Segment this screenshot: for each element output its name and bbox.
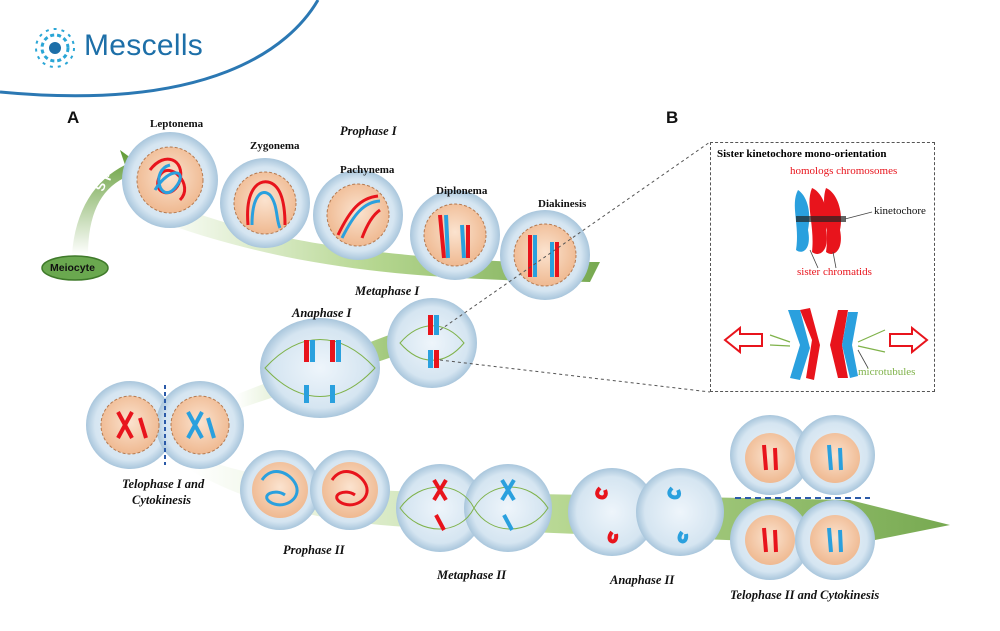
zoom-line-top xyxy=(439,141,711,331)
sister-chromatids-label: sister chromatids xyxy=(797,266,872,278)
kinetochore-detail-top xyxy=(794,188,846,254)
mescells-logo-icon xyxy=(35,28,75,68)
left-pull-arrow-icon xyxy=(723,325,763,355)
panel-a-label: A xyxy=(67,108,80,127)
panel-b-label: B xyxy=(666,108,679,127)
cell-metaphase-i xyxy=(387,298,477,388)
metaphase-ii-label: Metaphase II xyxy=(437,568,507,582)
header-swoosh xyxy=(0,0,318,99)
meiocyte-label: Meiocyte xyxy=(50,262,95,274)
telophase-ii-label: Telophase II and Cytokinesis xyxy=(730,588,880,602)
diplonema-label: Diplonema xyxy=(436,185,488,197)
kinetochore-label: kinetochore xyxy=(874,205,926,217)
pachynema-label: Pachynema xyxy=(340,164,395,176)
leptonema-label: Leptonema xyxy=(150,118,204,130)
cell-zygonema xyxy=(220,158,310,248)
cell-leptonema xyxy=(122,132,218,228)
right-pull-arrow-icon xyxy=(889,325,929,355)
kinetochore-detail-bottom xyxy=(769,308,886,380)
microtubules-label: microtubules xyxy=(858,366,916,378)
detail-title: Sister kinetochore mono-orientation xyxy=(717,148,887,160)
header-swoosh-line xyxy=(0,0,320,98)
cell-metaphase-ii xyxy=(396,464,552,552)
homologs-label: homologs chromosomes xyxy=(790,165,898,177)
metaphase-i-label: Metaphase I xyxy=(355,284,420,298)
brand-name: Mescells xyxy=(84,29,204,62)
zoom-line-bottom xyxy=(439,359,711,393)
diakinesis-label: Diakinesis xyxy=(538,198,587,210)
cell-telophase-i xyxy=(86,381,244,469)
telophase-i-label-line2: Cytokinesis xyxy=(132,493,192,507)
prophase-ii-label: Prophase II xyxy=(283,543,345,557)
prophase-i-label: Prophase I xyxy=(340,124,397,138)
panel-b-detail-box xyxy=(710,142,935,392)
meiocyte-badge xyxy=(41,255,109,281)
anaphase-i-label: Anaphase I xyxy=(292,306,352,320)
cell-diplonema xyxy=(410,190,500,280)
cell-anaphase-ii xyxy=(568,468,724,556)
cell-diakinesis xyxy=(500,210,590,300)
brand-logo[interactable]: Mescells xyxy=(30,24,203,68)
cell-prophase-ii xyxy=(240,450,390,530)
logo-spacer xyxy=(30,24,74,68)
zygonema-label: Zygonema xyxy=(250,140,300,152)
cell-pachynema xyxy=(313,170,403,260)
anaphase-ii-label: Anaphase II xyxy=(610,573,675,587)
cell-anaphase-i xyxy=(260,318,380,418)
telophase-i-label-line1: Telophase I and xyxy=(122,477,205,491)
cell-telophase-ii xyxy=(730,415,875,580)
